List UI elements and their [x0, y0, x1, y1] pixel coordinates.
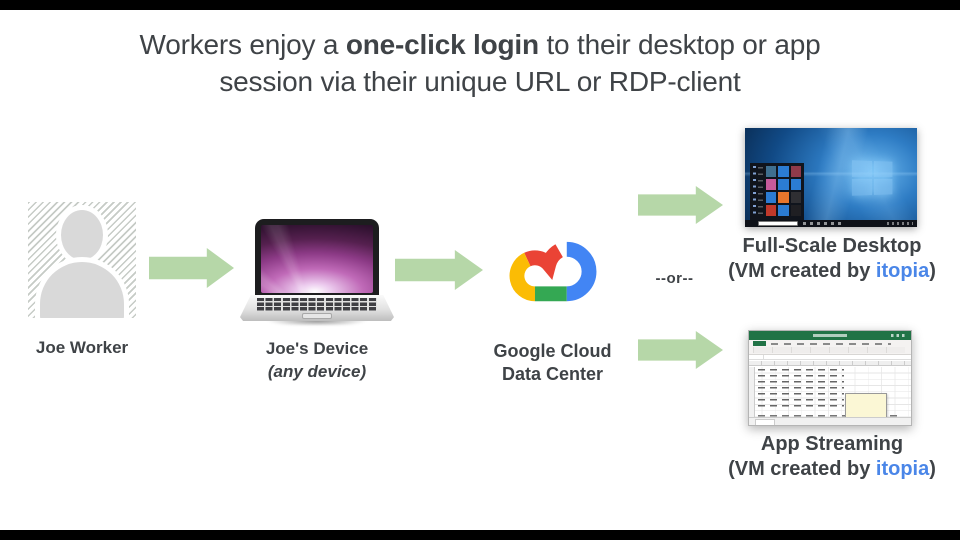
excel-ribbon-groups [753, 347, 905, 353]
taskbar-tray-icons [887, 222, 913, 225]
laptop-screen [255, 219, 379, 297]
letterbox-top [0, 0, 960, 10]
start-menu-tile [766, 192, 777, 203]
letterbox-bottom [0, 530, 960, 540]
appstream-sub-post: ) [929, 458, 936, 480]
excel-grid [749, 367, 911, 425]
laptop-trackpad [302, 313, 332, 319]
arrow-cloud-to-appstream [638, 331, 723, 369]
start-menu-tile [766, 205, 777, 216]
desktop-sub-pre: (VM created by [728, 260, 876, 282]
start-menu-app-list [750, 163, 763, 220]
start-menu-tile [778, 179, 789, 190]
excel-column-headers [749, 361, 911, 366]
start-menu-tile [778, 166, 789, 177]
appstream-label-line1: App Streaming [760, 433, 904, 455]
title-line1-pre: Workers enjoy a [139, 29, 346, 60]
taskbar-search-box [758, 221, 798, 226]
start-menu [750, 163, 804, 220]
start-menu-tiles [763, 163, 804, 220]
excel-sheet-tabs [749, 417, 911, 425]
itopia-brand: itopia [875, 458, 930, 480]
laptop-keys [257, 298, 377, 311]
page-title: Workers enjoy a one-click login to their… [60, 26, 900, 100]
title-line2: session via their unique URL or RDP-clie… [219, 66, 741, 97]
windows-logo-pane [873, 178, 893, 195]
title-line1-post: to their desktop or app [538, 29, 821, 60]
appstream-sub-pre: (VM created by [728, 458, 876, 480]
worker-label: Joe Worker [35, 338, 129, 357]
arrow-cloud-to-desktop [638, 186, 723, 224]
cloud-label: Google Cloud Data Center [475, 340, 630, 386]
cloud-label-line2: Data Center [501, 364, 604, 384]
desktop-label: Full-Scale Desktop (VM created by itopia… [712, 234, 952, 284]
taskbar-icons [803, 222, 845, 225]
person-placeholder-icon [28, 202, 136, 318]
excel-title-bar [749, 331, 911, 340]
desktop-label-line1: Full-Scale Desktop [742, 235, 922, 257]
start-menu-tile [778, 192, 789, 203]
or-label: --or-- [655, 270, 694, 287]
laptop-wallpaper [261, 225, 373, 293]
start-menu-tile [778, 205, 789, 216]
windows-desktop-screenshot [745, 128, 917, 227]
itopia-brand: itopia [875, 260, 930, 282]
device-label-line2: (any device) [267, 362, 367, 381]
start-menu-tile [766, 179, 777, 190]
arrow-worker-to-device [149, 248, 234, 288]
start-menu-tile [790, 205, 801, 216]
windows-logo-pane [873, 160, 893, 177]
device-label: Joe's Device (any device) [237, 337, 397, 383]
cloud-label-line1: Google Cloud [493, 341, 612, 361]
start-menu-tile [766, 166, 777, 177]
person-body [40, 262, 124, 318]
windows-logo-pane [851, 178, 872, 196]
excel-formula-bar [749, 355, 911, 360]
start-menu-tile [790, 179, 801, 190]
start-menu-tile [790, 192, 801, 203]
laptop-icon [240, 219, 394, 325]
taskbar [745, 220, 917, 227]
appstream-label: App Streaming (VM created by itopia) [712, 432, 952, 482]
laptop-keyboard-deck [240, 295, 394, 321]
windows-logo-pane [851, 159, 872, 177]
excel-spreadsheet-screenshot [748, 330, 912, 426]
windows-logo-icon [851, 159, 893, 196]
arrow-device-to-cloud [395, 250, 483, 290]
excel-row-headers [749, 367, 755, 417]
excel-comment-note [845, 393, 887, 418]
google-cloud-logo-icon [509, 241, 597, 302]
person-head [61, 210, 103, 260]
title-line1-bold: one-click login [345, 29, 539, 60]
start-menu-tile [790, 166, 801, 177]
device-label-line1: Joe's Device [265, 339, 369, 358]
excel-data-region [758, 369, 844, 411]
desktop-sub-post: ) [929, 260, 936, 282]
